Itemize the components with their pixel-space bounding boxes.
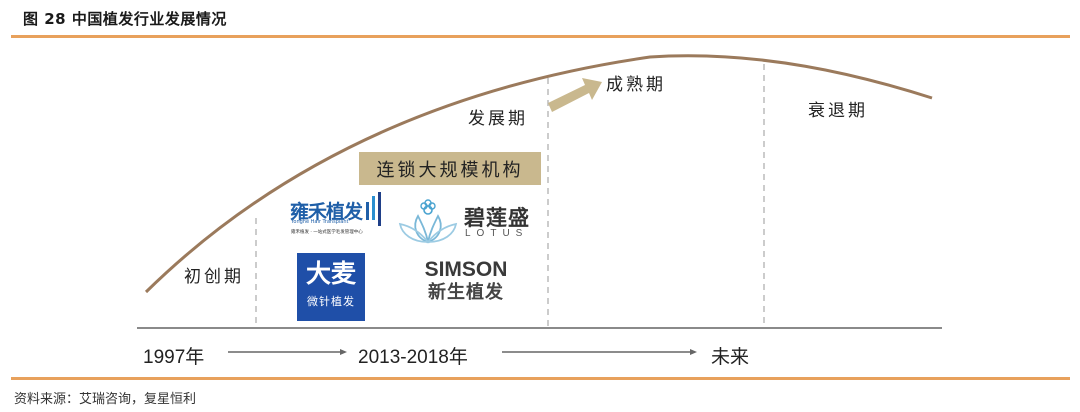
lotus-name-en: LOTUS xyxy=(465,228,529,239)
bottom-divider xyxy=(11,377,1070,380)
phase-label-startup: 初创期 xyxy=(184,267,244,287)
yonghe-logo: 雍禾植发 Yonghe Hair Transplant 雍禾植发 · 一站式医学… xyxy=(290,192,388,240)
top-divider xyxy=(11,35,1070,38)
timeline-arrow-2 xyxy=(502,349,697,355)
lotus-logo: 碧莲盛 LOTUS xyxy=(398,198,538,246)
lotus-name-cn: 碧莲盛 xyxy=(464,206,530,230)
figure-title: 图 28 中国植发行业发展情况 xyxy=(23,10,227,28)
simson-name-en: SIMSON xyxy=(424,258,508,281)
damai-name-cn: 大麦 xyxy=(305,259,356,288)
phase-label-decline: 衰退期 xyxy=(808,101,868,121)
simson-name-cn: 新生植发 xyxy=(428,282,504,303)
source-note: 资料来源：艾瑞咨询，复星恒利 xyxy=(14,392,197,407)
lotus-flower-icon xyxy=(398,199,458,244)
chain-institutions-box: 连锁大规模机构 xyxy=(359,152,541,185)
timeline-end: 未来 xyxy=(711,346,750,368)
timeline-start: 1997年 xyxy=(143,347,205,368)
yonghe-name-en: Yonghe Hair Transplant xyxy=(291,219,349,225)
chain-institutions-label: 连锁大规模机构 xyxy=(376,159,524,181)
damai-logo: 大麦 微针植发 xyxy=(297,253,365,321)
lifecycle-curve xyxy=(144,54,933,294)
phase-label-mature: 成熟期 xyxy=(606,75,666,95)
timeline-middle: 2013-2018年 xyxy=(358,347,468,368)
simson-logo: SIMSON 新生植发 xyxy=(410,258,522,306)
growth-arrow-icon xyxy=(548,78,602,112)
yonghe-tagline: 雍禾植发 · 一站式医学毛发管理中心 xyxy=(291,230,363,235)
yonghe-name-cn: 雍禾植发 xyxy=(290,201,363,223)
damai-subtitle: 微针植发 xyxy=(307,295,355,308)
yonghe-bars-icon xyxy=(366,192,381,226)
timeline-arrow-1 xyxy=(228,349,347,355)
phase-label-growth: 发展期 xyxy=(468,109,528,129)
